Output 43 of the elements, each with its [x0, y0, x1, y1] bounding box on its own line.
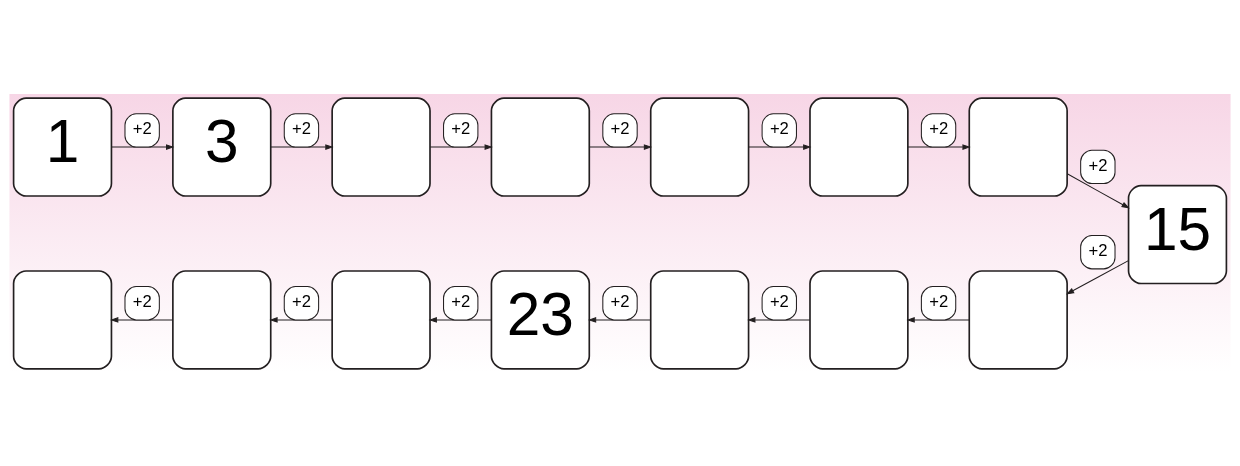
edge-label: +2: [292, 118, 312, 138]
node-box: [331, 96, 431, 197]
edge-label: +2: [132, 291, 152, 311]
node-box: [649, 269, 750, 370]
node-box: [968, 269, 1068, 370]
arrow: [270, 143, 334, 150]
node-box: [649, 96, 750, 197]
arrow: [428, 316, 492, 323]
edge-label: +2: [132, 118, 152, 138]
arrow: [111, 143, 175, 150]
arrow: [269, 316, 333, 323]
node-box: 1: [12, 96, 113, 197]
arrow: [907, 143, 971, 150]
edge-label: +2: [769, 118, 789, 138]
edge-label: +2: [929, 291, 949, 311]
edge-label: +2: [292, 291, 312, 311]
arrow: [748, 143, 812, 150]
node-box: 15: [1127, 184, 1228, 284]
node-box: 23: [490, 269, 591, 370]
edge-label: +2: [451, 291, 471, 311]
node-box: [331, 269, 431, 370]
edge-label: +2: [1088, 240, 1108, 260]
node-box: 3: [172, 96, 272, 197]
node-box: [172, 269, 272, 370]
arrow: [747, 316, 811, 323]
node-box: [12, 269, 113, 370]
edge-label: +2: [610, 118, 630, 138]
node-box: [490, 96, 591, 197]
arrow: [429, 143, 493, 150]
node-box: [809, 96, 909, 197]
edge-label: +2: [769, 291, 789, 311]
arrow: [587, 316, 652, 323]
node-box: [968, 96, 1068, 197]
edge-label: +2: [1088, 155, 1108, 175]
edge-label: +2: [929, 118, 949, 138]
edge-label: +2: [451, 118, 471, 138]
edge-label: +2: [610, 291, 630, 311]
arrow: [588, 143, 653, 150]
arrow: [906, 316, 970, 323]
arrow: [1065, 259, 1129, 295]
node-box: [809, 269, 909, 370]
arrow: [1066, 172, 1130, 209]
arrow: [110, 316, 174, 323]
